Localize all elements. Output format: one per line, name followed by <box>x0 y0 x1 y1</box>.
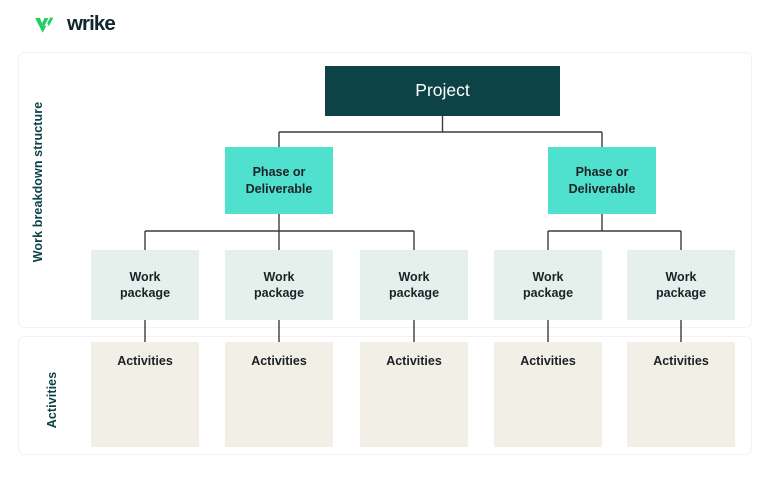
section-label-activities: Activities <box>45 371 59 429</box>
wrike-check-icon <box>34 15 60 35</box>
wrike-wordmark: wrike <box>67 12 116 36</box>
node-activities-3[interactable]: Activities <box>360 342 468 447</box>
node-work-package-4-text: Work package <box>522 269 574 301</box>
node-work-package-5-text: Work package <box>655 269 707 301</box>
node-project[interactable]: Project <box>325 66 560 116</box>
node-phase-or-deliverable-1[interactable]: Phase or Deliverable <box>225 147 333 214</box>
node-activities-4[interactable]: Activities <box>494 342 602 447</box>
node-work-package-5[interactable]: Work package <box>627 250 735 320</box>
node-activities-5[interactable]: Activities <box>627 342 735 447</box>
node-work-package-3[interactable]: Work package <box>360 250 468 320</box>
node-activities-2[interactable]: Activities <box>225 342 333 447</box>
node-project-label: Project <box>415 80 470 101</box>
wrike-logo: wrike <box>34 12 116 37</box>
node-work-package-1-text: Work package <box>119 269 171 301</box>
node-activities-1[interactable]: Activities <box>91 342 199 447</box>
node-work-package-2[interactable]: Work package <box>225 250 333 320</box>
node-activities-4-label: Activities <box>520 354 576 368</box>
node-activities-5-label: Activities <box>653 354 709 368</box>
node-work-package-3-text: Work package <box>388 269 440 301</box>
node-phase-2-text: Phase or Deliverable <box>568 165 636 196</box>
node-phase-1-text: Phase or Deliverable <box>245 165 313 196</box>
node-activities-3-label: Activities <box>386 354 442 368</box>
node-phase-or-deliverable-2[interactable]: Phase or Deliverable <box>548 147 656 214</box>
node-work-package-4[interactable]: Work package <box>494 250 602 320</box>
node-activities-1-label: Activities <box>117 354 173 368</box>
section-label-work-breakdown-structure: Work breakdown structure <box>31 101 45 263</box>
node-work-package-2-text: Work package <box>253 269 305 301</box>
node-activities-2-label: Activities <box>251 354 307 368</box>
node-work-package-1[interactable]: Work package <box>91 250 199 320</box>
